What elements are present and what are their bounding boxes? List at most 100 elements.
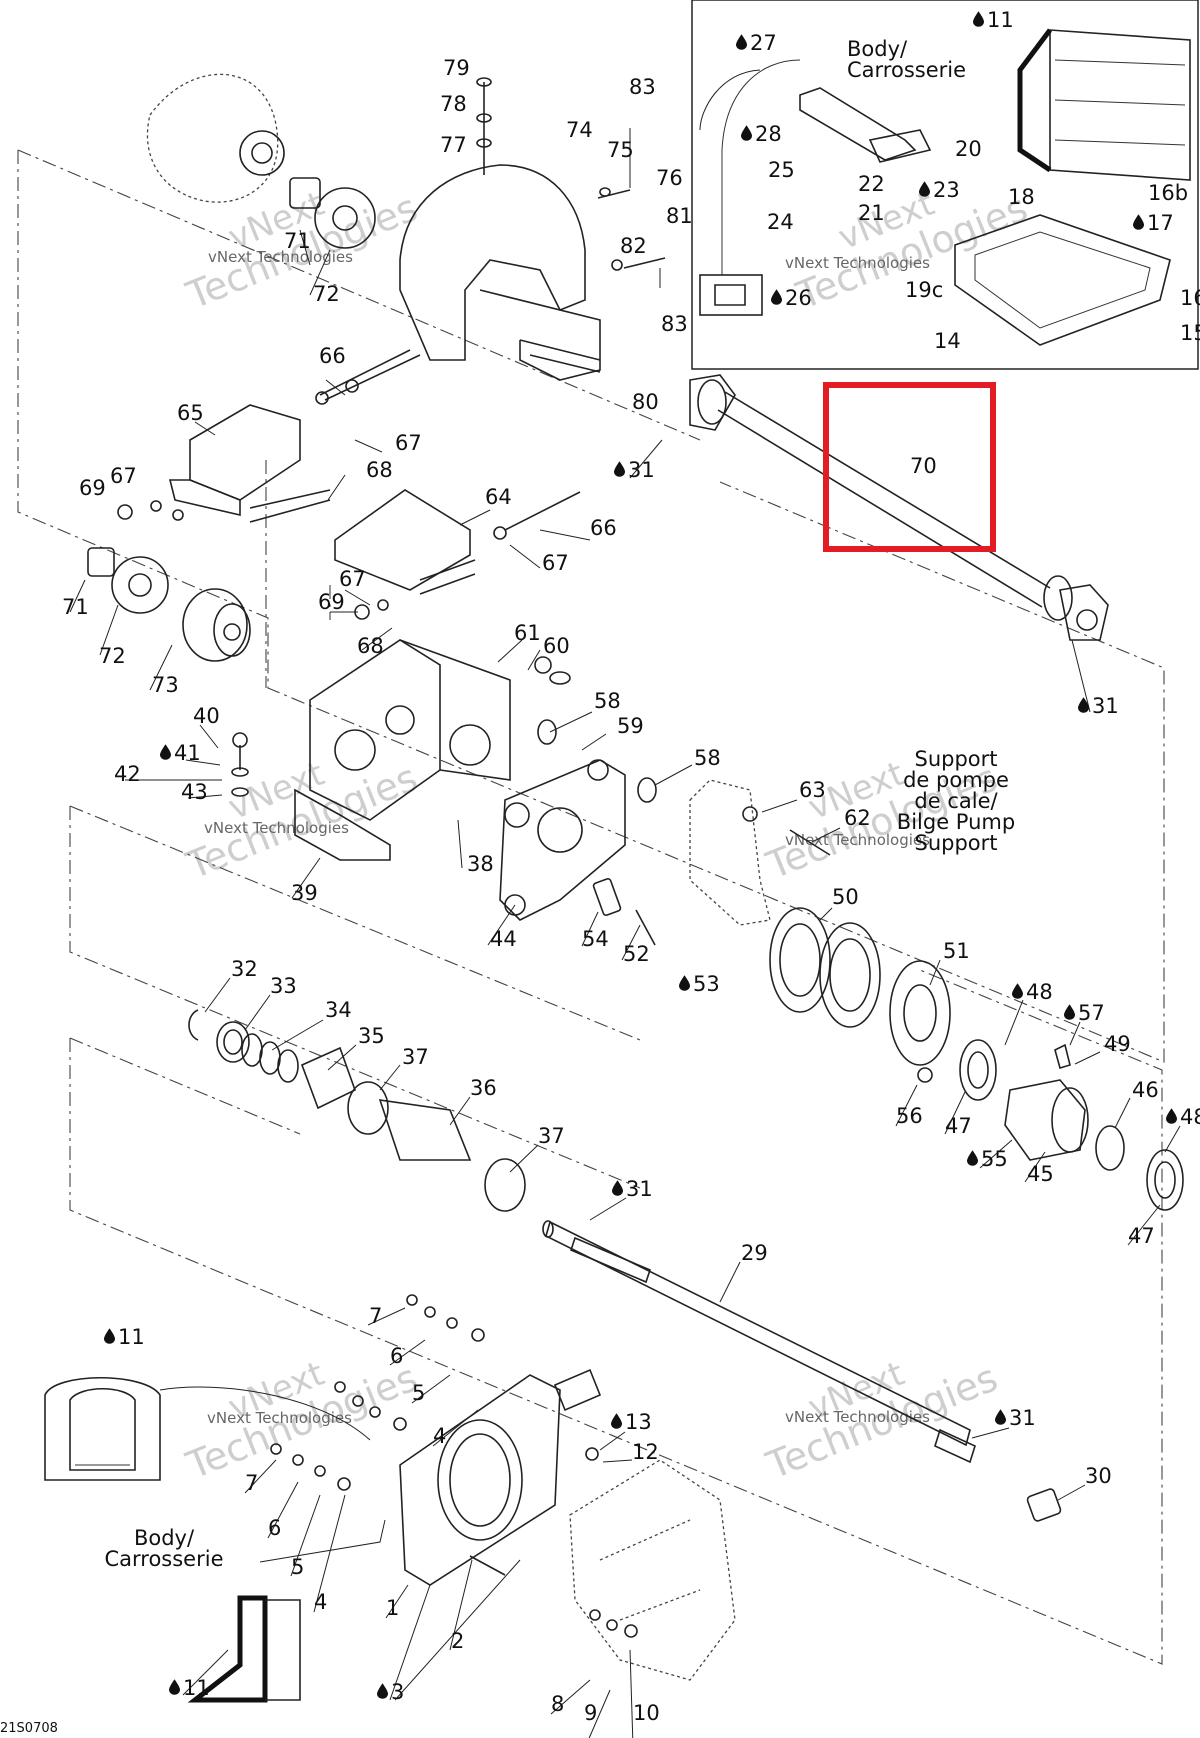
callout-5: 5 (412, 1381, 425, 1405)
alignment-lines (17, 149, 1165, 1665)
callout-80: 80 (632, 390, 659, 414)
callout-number: 5 (291, 1555, 304, 1579)
callout-72: 72 (313, 282, 340, 306)
callout-number: 27 (750, 31, 777, 55)
inset-body-strap (699, 59, 932, 316)
callout-16b: 16b (1148, 181, 1188, 205)
cover-74 (399, 164, 601, 381)
callout-number: 9 (584, 1701, 597, 1725)
callout-20: 20 (955, 137, 982, 161)
callout-number: 63 (799, 778, 826, 802)
callout-31: 31 (614, 458, 655, 482)
callout-32: 32 (231, 957, 258, 981)
callout-number: 29 (741, 1241, 768, 1265)
callout-number: 74 (566, 118, 593, 142)
callout-36: 36 (470, 1076, 497, 1100)
body-bracket-11-bottom (187, 1595, 301, 1703)
callout-31: 31 (1078, 694, 1119, 718)
callout-number: 83 (629, 75, 656, 99)
callout-number: 12 (632, 1440, 659, 1464)
callout-number: 42 (114, 762, 141, 786)
callout-51: 51 (943, 939, 970, 963)
callout-number: 50 (832, 885, 859, 909)
callout-number: 7 (245, 1471, 258, 1495)
lubricant-drop-icon (611, 1413, 622, 1429)
callout-number: 31 (1009, 1406, 1036, 1430)
callout-number: 83 (661, 312, 688, 336)
lubricant-drop-icon (614, 461, 625, 477)
callout-number: 26 (785, 286, 812, 310)
callout-73: 73 (152, 673, 179, 697)
callout-number: 68 (357, 634, 384, 658)
callout-6: 6 (268, 1516, 281, 1540)
figure-code: 21S0708 (0, 1721, 58, 1736)
callout-number: 21 (858, 201, 885, 225)
callout-48: 48 (1012, 980, 1053, 1004)
callout-number: 73 (152, 673, 179, 697)
bracket-65 (168, 404, 301, 517)
callout-number: 7 (369, 1304, 382, 1328)
callout-number: 44 (490, 927, 517, 951)
callout-55: 55 (967, 1147, 1008, 1171)
callout-74: 74 (566, 118, 593, 142)
lubricant-drop-icon (160, 744, 171, 760)
callout-67: 67 (542, 551, 569, 575)
callout-7: 7 (245, 1471, 258, 1495)
callout-number: 67 (110, 464, 137, 488)
callout-35: 35 (358, 1024, 385, 1048)
callout-83: 83 (661, 312, 688, 336)
callout-31: 31 (995, 1406, 1036, 1430)
callout-26: 26 (771, 286, 812, 310)
callout-58: 58 (594, 689, 621, 713)
callout-61: 61 (514, 621, 541, 645)
callout-number: 22 (858, 172, 885, 196)
callout-11: 11 (169, 1676, 210, 1700)
watermark-text: vNext Technologies (204, 819, 349, 837)
callout-number: 51 (943, 939, 970, 963)
callout-21: 21 (858, 201, 885, 225)
bilge-pump-support (689, 779, 771, 926)
fasteners-top (476, 77, 666, 288)
callout-number: 13 (625, 1410, 652, 1434)
gaskets-50-51 (769, 907, 951, 1066)
callout-number: 46 (1132, 1078, 1159, 1102)
callout-66: 66 (590, 516, 617, 540)
lubricant-drop-icon (104, 1328, 115, 1344)
callout-75: 75 (607, 138, 634, 162)
callout-69: 69 (318, 590, 345, 614)
callout-number: 31 (628, 458, 655, 482)
callout-number: 66 (590, 516, 617, 540)
callout-71: 71 (284, 229, 311, 253)
callout-number: 82 (620, 234, 647, 258)
callout-68: 68 (366, 458, 393, 482)
callout-number: 77 (440, 133, 467, 157)
callout-76: 76 (656, 166, 683, 190)
coupler-assembly-top (146, 73, 376, 249)
callout-34: 34 (325, 998, 352, 1022)
callout-number: 70 (910, 454, 937, 478)
callout-number: 2 (451, 1629, 464, 1653)
callout-40: 40 (193, 704, 220, 728)
callout-37: 37 (402, 1045, 429, 1069)
callout-37: 37 (538, 1124, 565, 1148)
callout-3: 3 (377, 1680, 404, 1704)
support-plate-38 (294, 639, 511, 861)
drive-shaft-29 (542, 1220, 1062, 1522)
lubricant-drop-icon (995, 1409, 1006, 1425)
callout-number: 80 (632, 390, 659, 414)
callout-67: 67 (339, 567, 366, 591)
callout-number: 48 (1180, 1105, 1200, 1129)
callout-number: 14 (934, 329, 961, 353)
callout-number: 28 (755, 122, 782, 146)
callout-62: 62 (844, 806, 871, 830)
callout-47: 47 (1128, 1224, 1155, 1248)
callout-number: 48 (1026, 980, 1053, 1004)
callout-69: 69 (79, 476, 106, 500)
callout-number: 15 (1180, 321, 1200, 345)
callout-29: 29 (741, 1241, 768, 1265)
callout-50: 50 (832, 885, 859, 909)
callout-number: 38 (467, 852, 494, 876)
watermark-text: vNext Technologies (785, 254, 930, 272)
callout-number: 43 (181, 780, 208, 804)
callout-number: 20 (955, 137, 982, 161)
